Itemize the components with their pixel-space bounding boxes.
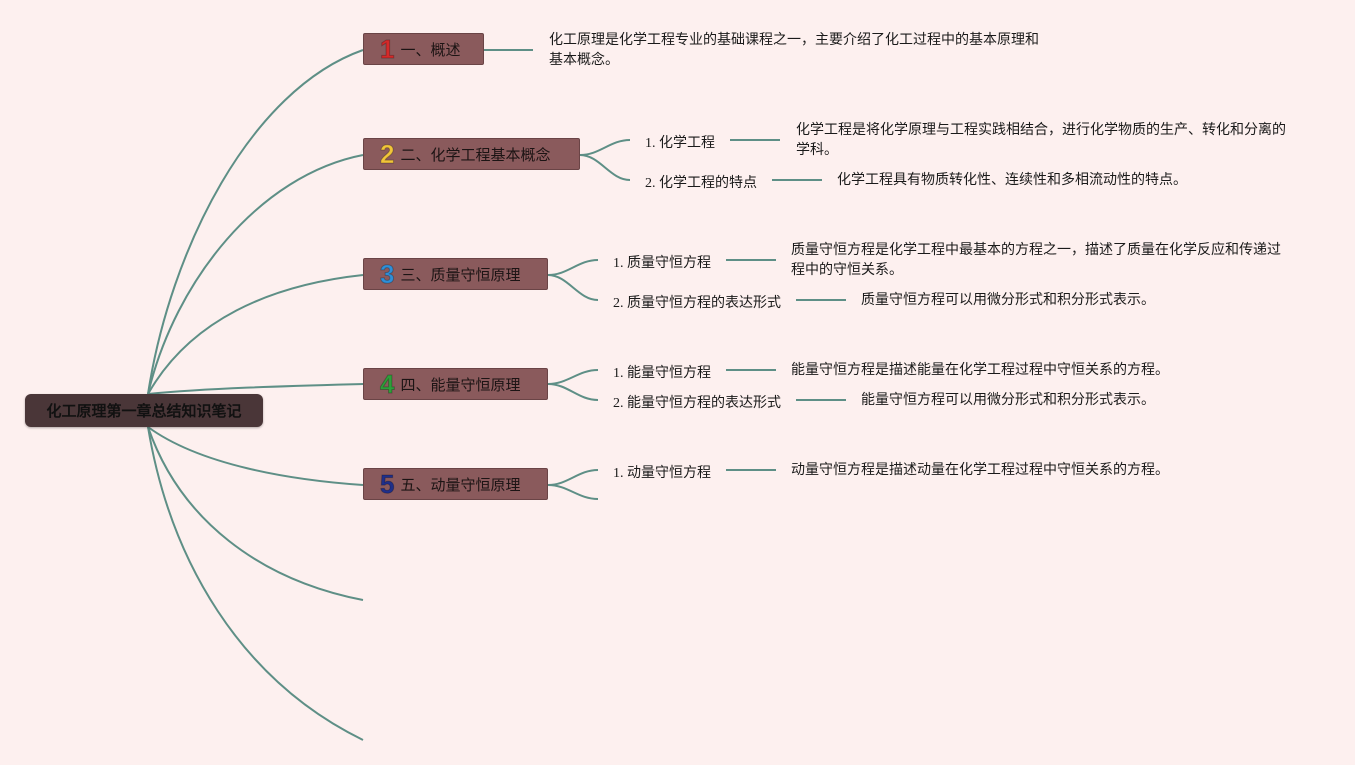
connector-topic5-item1 [547,469,599,486]
subtopic-4-1[interactable]: 1. 能量守恒方程 [613,366,711,381]
topic-1-note: 化工原理是化学工程专业的基础课程之一，主要介绍了化工过程中的基本原理和基本概念。 [549,33,1039,68]
subtopic-3-2-desc: 质量守恒方程可以用微分形式和积分形式表示。 [861,293,1155,308]
topic-label: 五、动量守恒原理 [400,475,521,494]
topic-label: 二、化学工程基本概念 [400,145,551,164]
connector-root-topic3 [147,274,364,395]
subtopic-2-1-desc: 化学工程是将化学原理与工程实践相结合，进行化学物质的生产、转化和分离的学科。 [796,123,1286,158]
connector-topic2-item2 [579,154,631,181]
topic-label: 四、能量守恒原理 [400,375,521,394]
connector-topic3-item2 [547,274,599,301]
connector-topic4-item2 [547,383,599,401]
connector-root-empty1 [147,426,364,601]
subtopic-4-2[interactable]: 2. 能量守恒方程的表达形式 [613,396,781,411]
topic-label: 一、概述 [400,40,461,59]
connector-root-topic1 [147,49,364,395]
connector-root-topic2 [147,154,364,395]
subtopic-2-1[interactable]: 1. 化学工程 [645,136,715,151]
subtopic-5-1-desc: 动量守恒方程是描述动量在化学工程过程中守恒关系的方程。 [791,463,1169,478]
subtopic-4-2-desc: 能量守恒方程可以用微分形式和积分形式表示。 [861,393,1155,408]
connector-topic3-item1 [547,259,599,276]
subtopic-2-2[interactable]: 2. 化学工程的特点 [645,176,757,191]
topic-node-5[interactable]: 5 五、动量守恒原理 [363,468,548,500]
number-4-icon: 4 [379,369,395,399]
topic-node-3[interactable]: 3 三、质量守恒原理 [363,258,548,290]
root-node[interactable]: 化工原理第一章总结知识笔记 [25,394,263,427]
subtopic-2-2-desc: 化学工程具有物质转化性、连续性和多相流动性的特点。 [837,173,1187,188]
number-5-icon: 5 [379,469,395,499]
topic-node-1[interactable]: 1 一、概述 [363,33,484,65]
connector-topic2-item1 [579,139,631,156]
subtopic-3-2[interactable]: 2. 质量守恒方程的表达形式 [613,296,781,311]
subtopic-3-1[interactable]: 1. 质量守恒方程 [613,256,711,271]
number-3-icon: 3 [379,259,395,289]
connector-root-topic5 [147,426,364,486]
connector-root-empty2 [147,426,364,741]
topic-node-2[interactable]: 2 二、化学工程基本概念 [363,138,580,170]
subtopic-5-1[interactable]: 1. 动量守恒方程 [613,466,711,481]
subtopic-4-1-desc: 能量守恒方程是描述能量在化学工程过程中守恒关系的方程。 [791,363,1169,378]
number-1-icon: 1 [379,34,395,64]
connector-topic5-empty [547,484,599,500]
connector-root-topic4 [147,383,364,395]
number-2-icon: 2 [379,139,395,169]
connector-topic4-item1 [547,369,599,385]
topic-label: 三、质量守恒原理 [400,265,521,284]
root-label: 化工原理第一章总结知识笔记 [46,402,242,420]
topic-node-4[interactable]: 4 四、能量守恒原理 [363,368,548,400]
subtopic-3-1-desc: 质量守恒方程是化学工程中最基本的方程之一，描述了质量在化学反应和传递过程中的守恒… [791,243,1281,278]
